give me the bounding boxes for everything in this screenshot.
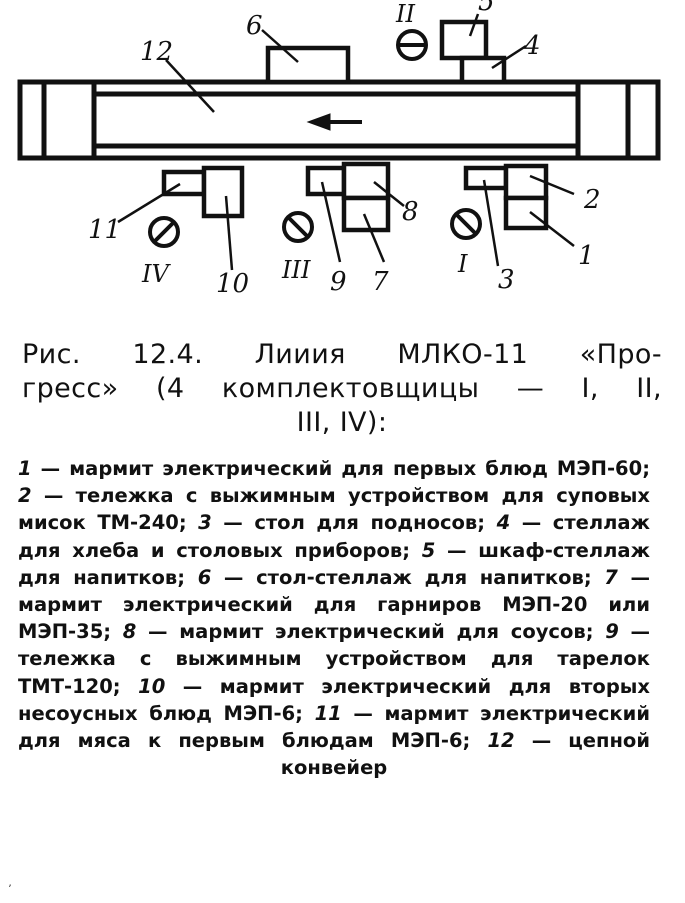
legend-item: 6 — стол-стеллаж для напитков; xyxy=(198,566,605,589)
legend-item: 2 — тележка с выжимным устройством для с… xyxy=(18,484,650,534)
legend-item-text: — шкаф-стеллаж для напитков; xyxy=(18,538,650,589)
legend-item-text: — стеллаж для хлеба и столовых приборов; xyxy=(18,511,650,562)
legend-item: 5 — шкаф-стеллаж для напитков; xyxy=(18,539,650,589)
label-7: 7 xyxy=(372,267,389,297)
figure-caption: Рис. 12.4. Лииия МЛКО-11 «Про- гресс» (4… xyxy=(22,338,662,440)
workstation-I-marker xyxy=(450,208,482,240)
legend-item: 3 — стол для подносов; xyxy=(198,511,496,534)
equipment-10 xyxy=(201,165,245,219)
equipment-1 xyxy=(503,195,549,231)
legend-item-text: — цепной xyxy=(514,729,650,753)
label-10: 10 xyxy=(216,269,249,299)
equipment-7 xyxy=(341,195,391,233)
legend-item-text: — тележка с выжимным устройством для тар… xyxy=(18,620,651,698)
label-1: 1 xyxy=(578,241,595,271)
caption-line-3: III, IV): xyxy=(296,407,388,438)
workstation-III-marker xyxy=(282,211,314,243)
caption-line-2: гресс» (4 комплектовщицы — I, II, xyxy=(22,373,662,404)
label-6: 6 xyxy=(246,11,263,41)
label-9: 9 xyxy=(330,267,347,297)
legend-item: 12 — цепной xyxy=(487,729,650,752)
legend-item: 7 — мармит электрический для гарниров МЭ… xyxy=(18,566,650,643)
label-3: 3 xyxy=(498,265,515,295)
legend-item-number: 8 xyxy=(122,620,137,644)
figure-legend: 1 — мармит электрический для первых блюд… xyxy=(18,455,650,781)
legend-item: 4 — стеллаж для хлеба и столовых приборо… xyxy=(18,511,650,561)
legend-item-text: — мармит электрический для соусов; xyxy=(136,620,606,644)
legend-item-number: 7 xyxy=(604,565,618,589)
label-roman-I: I xyxy=(457,250,468,278)
equipment-9 xyxy=(305,165,347,197)
label-roman-II: II xyxy=(395,0,415,28)
equipment-8 xyxy=(341,161,391,201)
legend-item-number: 12 xyxy=(487,729,515,753)
label-roman-IV: IV xyxy=(141,260,171,288)
legend-item-text: — мармит электрический для первых блюд М… xyxy=(31,457,650,480)
label-5: 5 xyxy=(478,0,495,17)
legend-item-text: — стол-стеллаж для напитков; xyxy=(211,565,605,589)
caption-line-1: Рис. 12.4. Лииия МЛКО-11 «Про- xyxy=(22,339,662,370)
label-roman-III: III xyxy=(281,256,311,284)
legend-item-number: 5 xyxy=(421,538,436,562)
legend-item: 11 — мармит электрический для мяса к пер… xyxy=(18,702,650,752)
legend-item-number: 9 xyxy=(605,620,619,644)
margin-mark: ʼ xyxy=(8,884,12,895)
equipment-6 xyxy=(265,45,351,85)
conveyor-right-drum xyxy=(575,79,631,161)
legend-item: 1 — мармит электрический для первых блюд… xyxy=(18,457,650,480)
equipment-2 xyxy=(503,163,549,201)
legend-item: 8 — мармит электрический для соусов; xyxy=(123,620,605,643)
legend-item-number: 1 xyxy=(18,457,32,480)
legend-item-number: 10 xyxy=(138,674,166,698)
legend-item: 10 — мармит электрический для вторых нес… xyxy=(18,675,650,725)
legend-last-line: конвейер xyxy=(280,756,388,780)
legend-item-number: 6 xyxy=(197,565,212,589)
direction-arrow xyxy=(306,113,362,131)
conveyor-left-drum xyxy=(41,79,97,161)
legend-item-text: — мармит электрический для гарниров МЭП-… xyxy=(18,565,651,644)
legend-item-number: 4 xyxy=(496,511,511,535)
legend-item-number: 2 xyxy=(18,484,32,508)
label-4: 4 xyxy=(523,31,541,61)
legend-item-number: 3 xyxy=(198,511,212,535)
label-12: 12 xyxy=(140,37,173,67)
legend-item-text: — стол для подносов; xyxy=(211,511,497,535)
label-2: 2 xyxy=(583,185,601,215)
legend-item-text: — мармит электрический для вторых несоус… xyxy=(18,674,650,725)
figure-diagram: 6 12 II 5 4 11 IV 10 III 9 7 8 I 3 2 1 xyxy=(0,0,685,320)
label-8: 8 xyxy=(402,197,419,227)
legend-item-number: 11 xyxy=(314,701,342,725)
equipment-4 xyxy=(459,55,507,85)
legend-item-text: — тележка с выжимным устройством для суп… xyxy=(18,484,650,535)
legend-item-text: — мармит электрический для мяса к первым… xyxy=(18,701,650,753)
workstation-IV-marker xyxy=(148,216,180,248)
equipment-5 xyxy=(439,19,489,61)
line-layout-diagram: 6 12 II 5 4 11 IV 10 III 9 7 8 I 3 2 1 xyxy=(17,0,661,299)
label-11: 11 xyxy=(88,215,121,245)
legend-item: 9 — тележка с выжимным устройством для т… xyxy=(18,620,650,697)
